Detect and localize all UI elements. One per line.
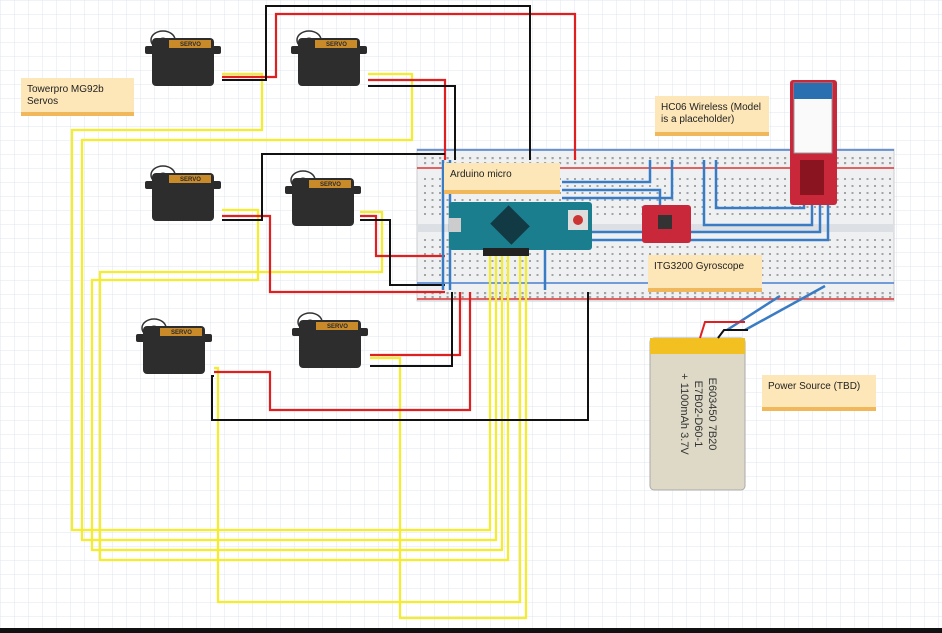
gyroscope-board-icon	[642, 205, 691, 243]
gyro-note: ITG3200 Gyroscope	[648, 255, 762, 292]
servo-label: SERVO	[326, 42, 347, 48]
servo-motor-icon	[144, 30, 222, 87]
signal-wires	[70, 72, 528, 620]
servo-label: SERVO	[327, 324, 348, 330]
servo-label: SERVO	[171, 330, 192, 336]
battery-spec-line: + 1100mAh 3.7V	[678, 373, 690, 455]
wireless-note: HC06 Wireless (Model is a placeholder)	[655, 96, 769, 136]
servo-motor-icon	[291, 312, 369, 369]
servo-label: SERVO	[180, 42, 201, 48]
servo-label: SERVO	[320, 182, 341, 188]
battery-spec-line: E603450 7B20	[706, 378, 718, 451]
battery-spec-line: E7B02-D60-1	[692, 381, 704, 448]
ground-wires	[211, 5, 589, 421]
bottom-border	[0, 628, 942, 633]
servo-motor-icon	[144, 165, 222, 222]
bluetooth-module-icon	[790, 80, 837, 205]
servo-motor-icon	[135, 318, 213, 375]
lipo-battery-icon: E603450 7B20 E7B02-D60-1 + 1100mAh 3.7V	[649, 321, 748, 491]
servo-motor-icon	[290, 30, 368, 87]
servos-note: Towerpro MG92b Servos	[21, 78, 134, 116]
servo-label: SERVO	[180, 177, 201, 183]
power-note: Power Source (TBD)	[762, 375, 876, 411]
power-wires	[214, 12, 577, 412]
arduino-board-icon	[449, 202, 592, 256]
arduino-note: Arduino micro	[444, 163, 560, 194]
servo-motor-icon	[284, 170, 362, 227]
